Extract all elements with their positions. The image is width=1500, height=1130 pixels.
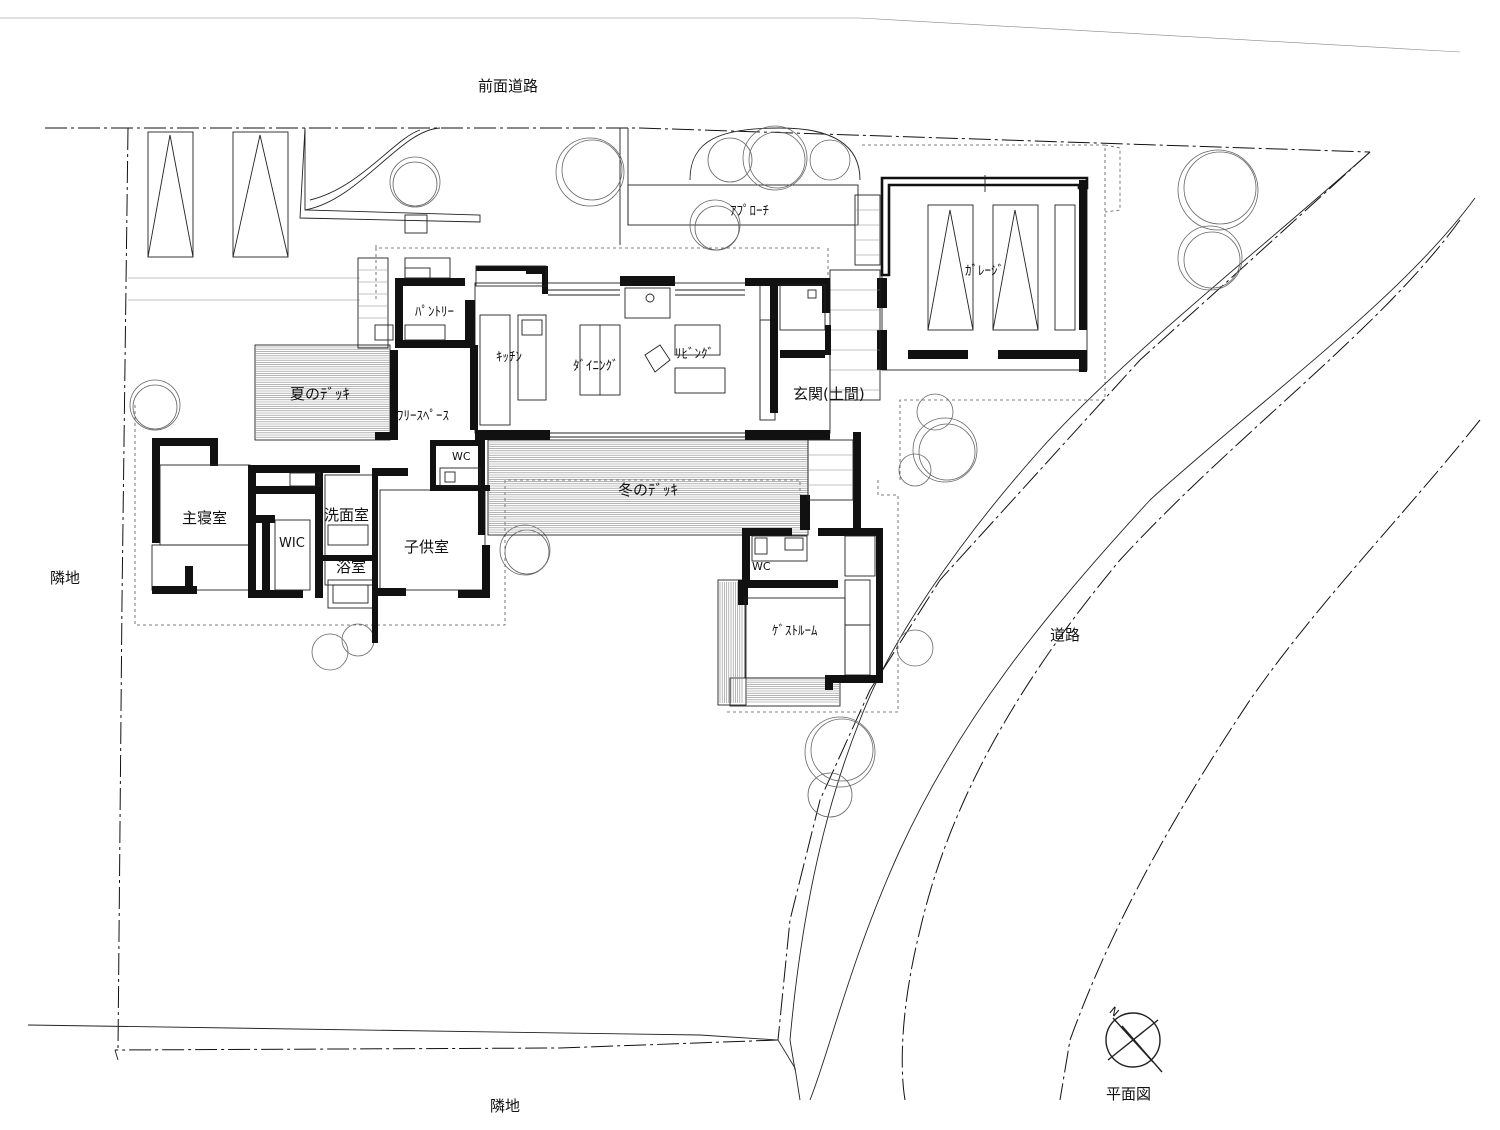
winter-deck-area bbox=[487, 439, 809, 536]
pantry-label: ﾊﾟﾝﾄﾘｰ bbox=[415, 305, 454, 320]
entrance-label: 玄関(土間) bbox=[793, 385, 865, 403]
parking-area bbox=[128, 131, 360, 301]
trees bbox=[129, 125, 1259, 818]
neighbor-south-label: 隣地 bbox=[490, 1097, 520, 1115]
site-boundary bbox=[45, 127, 1371, 1051]
pantry-block bbox=[357, 257, 547, 440]
guest-deck-area bbox=[717, 579, 841, 707]
approach-steps bbox=[829, 194, 881, 401]
dining-label: ﾀﾞｲﾆﾝｸﾞ bbox=[573, 359, 619, 374]
living-label: ﾘﾋﾞﾝｸﾞ bbox=[675, 347, 714, 362]
approach-label: ｱﾌﾟﾛｰﾁ bbox=[730, 204, 769, 219]
summer-deck-label: 夏のﾃﾞｯｷ bbox=[290, 385, 350, 403]
main-building bbox=[470, 266, 831, 440]
wc-main-label: WC bbox=[452, 450, 471, 463]
neighbor-boundary-south bbox=[27, 1024, 801, 1101]
guest-building bbox=[738, 432, 883, 690]
guest-room-label: ｹﾞｽﾄﾙｰﾑ bbox=[772, 624, 818, 639]
washroom-label: 洗面室 bbox=[324, 506, 369, 524]
neighbor-west-label: 隣地 bbox=[50, 569, 80, 587]
garage-building bbox=[877, 175, 1089, 372]
kitchen-label: ｷｯﾁﾝ bbox=[496, 350, 522, 365]
wic-label: WIC bbox=[279, 536, 305, 551]
eave-outlines bbox=[134, 144, 1121, 713]
front-walls bbox=[299, 127, 861, 245]
bathroom-label: 浴室 bbox=[336, 558, 366, 576]
neighbor-boundary-west bbox=[114, 1049, 119, 1061]
north-compass: N bbox=[1105, 1004, 1163, 1073]
road-lines bbox=[789, 151, 1481, 1101]
kids-room-label: 子供室 bbox=[404, 538, 449, 556]
master-bedroom-label: 主寝室 bbox=[182, 509, 227, 527]
winter-deck-label: 冬のﾃﾞｯｷ bbox=[618, 481, 678, 499]
summer-deck-area bbox=[254, 344, 391, 441]
plan-title-label: 平面図 bbox=[1106, 1085, 1151, 1103]
wc-guest-label: WC bbox=[752, 560, 771, 573]
front-road-label: 前面道路 bbox=[478, 77, 538, 95]
free-space-label: ﾌﾘｰｽﾍﾟｰｽ bbox=[397, 409, 450, 424]
bedroom-block bbox=[151, 438, 490, 643]
garage-label: ｶﾞﾚｰｼﾞ bbox=[965, 264, 1004, 279]
road-edge-top bbox=[0, 17, 1461, 53]
road-east-label: 道路 bbox=[1050, 626, 1080, 644]
